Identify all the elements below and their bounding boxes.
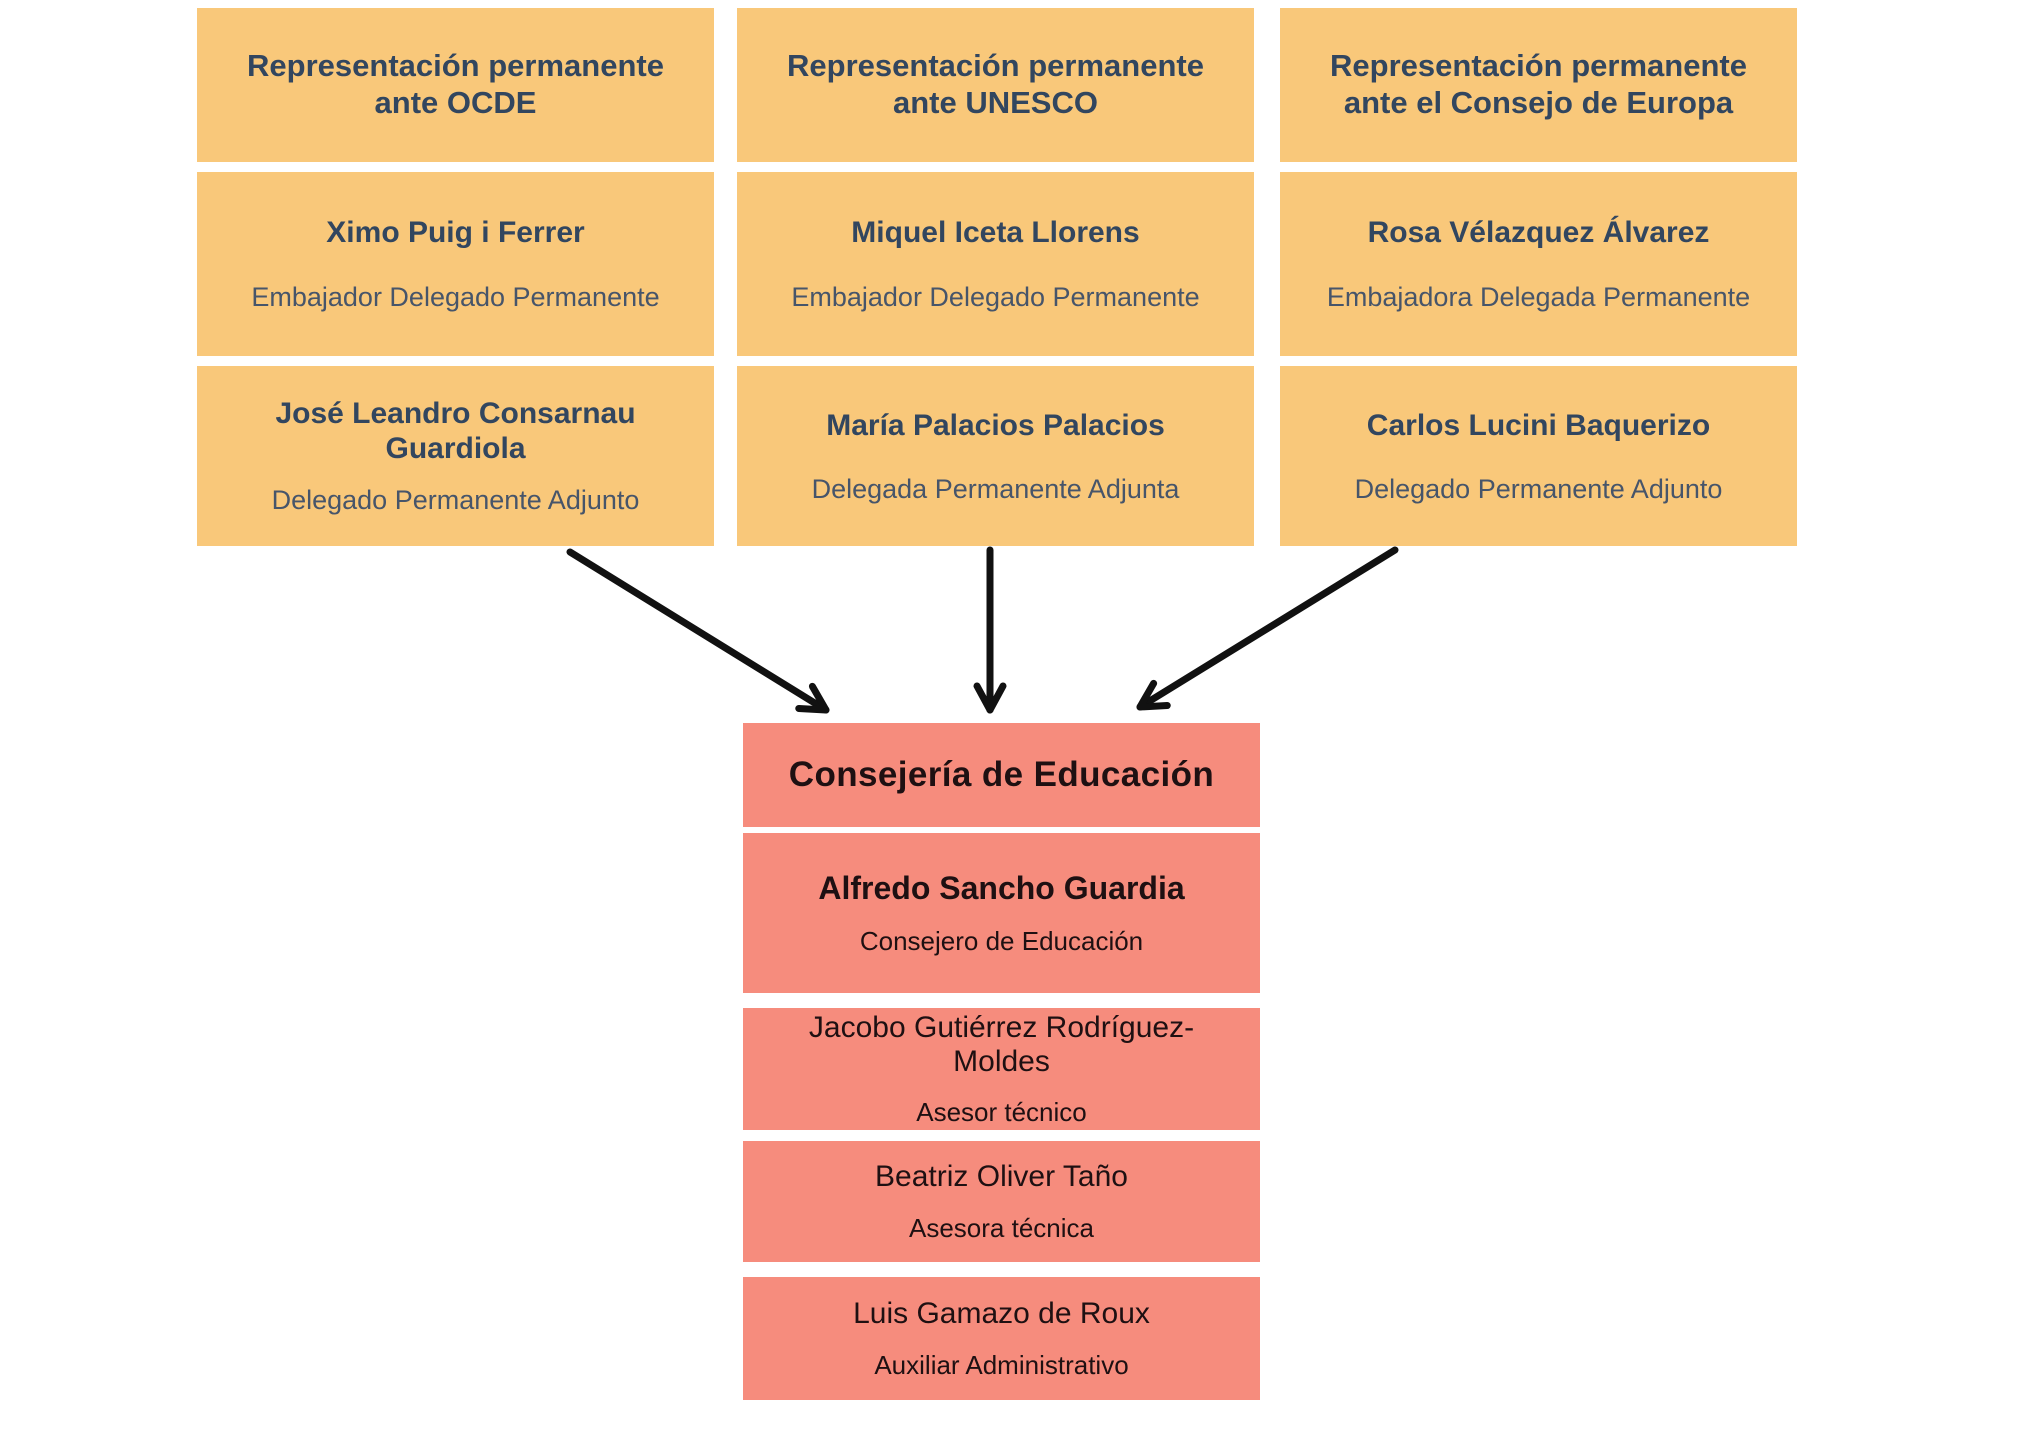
dept-header-consejo-europa: Representación permanente ante el Consej…: [1280, 8, 1797, 162]
member-name: Luis Gamazo de Roux: [853, 1297, 1150, 1331]
dept-header-ocde: Representación permanente ante OCDE: [197, 8, 714, 162]
member-name: Carlos Lucini Baquerizo: [1366, 408, 1711, 442]
person-card: Miquel Iceta Llorens Embajador Delegado …: [737, 172, 1254, 356]
arrow-ocde-to-consejeria: [566, 548, 830, 714]
member-role: Auxiliar Administrativo: [874, 1350, 1129, 1380]
member-name: Alfredo Sancho Guardia: [818, 869, 1185, 906]
dept-title: Representación permanente ante OCDE: [247, 48, 664, 120]
member-role: Asesora técnica: [909, 1213, 1094, 1243]
dept-title: Representación permanente ante UNESCO: [787, 48, 1204, 120]
dept-header-unesco: Representación permanente ante UNESCO: [737, 8, 1254, 162]
dept-title: Representación permanente ante el Consej…: [1330, 48, 1747, 120]
member-role: Embajador Delegado Permanente: [791, 282, 1200, 313]
member-role: Embajadora Delegada Permanente: [1326, 282, 1751, 313]
person-card: Alfredo Sancho Guardia Consejero de Educ…: [743, 833, 1260, 993]
person-card: María Palacios Palacios Delegada Permane…: [737, 366, 1254, 546]
person-card: Ximo Puig i Ferrer Embajador Delegado Pe…: [197, 172, 714, 356]
member-name: Miquel Iceta Llorens: [851, 215, 1140, 249]
member-role: Embajador Delegado Permanente: [251, 282, 660, 313]
member-role: Delegado Permanente Adjunto: [1354, 473, 1723, 504]
person-card: Luis Gamazo de Roux Auxiliar Administrat…: [743, 1277, 1260, 1400]
member-role: Consejero de Educación: [859, 925, 1144, 956]
member-role: Delegado Permanente Adjunto: [271, 485, 640, 516]
person-card: José Leandro Consarnau Guardiola Delegad…: [197, 366, 714, 546]
person-card: Rosa Vélazquez Álvarez Embajadora Delega…: [1280, 172, 1797, 356]
arrow-consejo-europa-to-consejeria: [1136, 546, 1399, 711]
member-name: Jacobo Gutiérrez Rodríguez-Moldes: [808, 1011, 1195, 1078]
member-role: Asesor técnico: [916, 1097, 1087, 1128]
consejeria-header: Consejería de Educación: [743, 723, 1260, 827]
member-name: Ximo Puig i Ferrer: [326, 215, 585, 249]
person-card: Jacobo Gutiérrez Rodríguez-Moldes Asesor…: [743, 1008, 1260, 1130]
person-card: Beatriz Oliver Taño Asesora técnica: [743, 1141, 1260, 1262]
member-name: Beatriz Oliver Taño: [875, 1160, 1128, 1194]
member-name: Rosa Vélazquez Álvarez: [1367, 215, 1710, 249]
member-name: José Leandro Consarnau Guardiola: [275, 396, 636, 466]
consejeria-title: Consejería de Educación: [788, 755, 1215, 794]
person-card: Carlos Lucini Baquerizo Delegado Permane…: [1280, 366, 1797, 546]
member-role: Delegada Permanente Adjunta: [811, 473, 1180, 504]
member-name: María Palacios Palacios: [826, 408, 1165, 442]
